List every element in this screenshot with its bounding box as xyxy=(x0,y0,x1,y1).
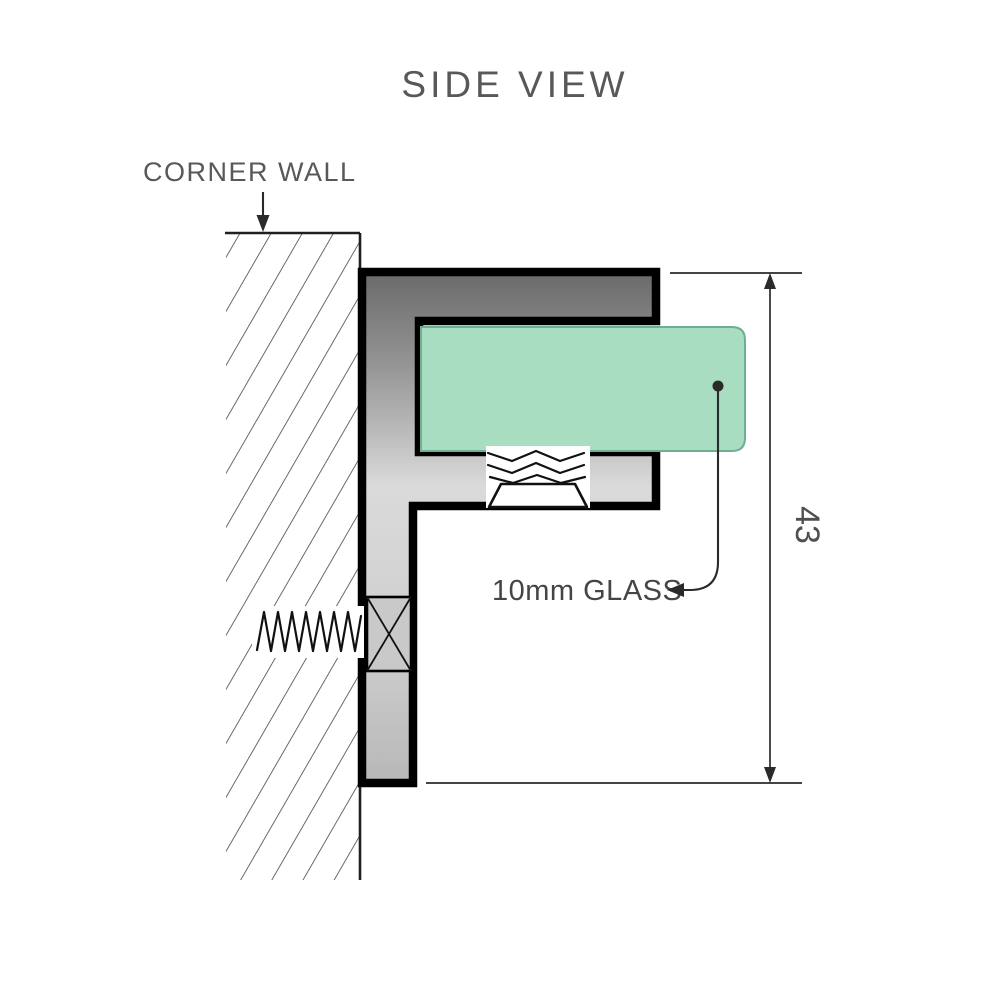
corner-wall-label: CORNER WALL xyxy=(143,157,357,187)
corner-wall-callout: CORNER WALL xyxy=(143,157,357,232)
wall-hatching xyxy=(226,233,359,880)
wall-section xyxy=(225,231,362,880)
screw-thread xyxy=(255,610,363,653)
leader-line xyxy=(684,391,720,592)
corner-wall-arrowhead-icon xyxy=(256,215,270,232)
leader-dot-icon xyxy=(712,380,724,392)
glass-label: 10mm GLASS xyxy=(492,575,682,607)
pad-cone xyxy=(487,482,589,509)
glass-callout: 10mm GLASS xyxy=(492,380,724,607)
pad-spring-line xyxy=(486,449,586,463)
dimension-arrow-top-icon xyxy=(764,273,776,289)
glass-panel xyxy=(420,326,746,452)
leader-arrowhead-icon xyxy=(667,583,684,597)
diagram-title: SIDE VIEW xyxy=(401,64,628,105)
anchor-screw xyxy=(252,595,413,673)
screw-head-cross-line xyxy=(366,596,412,672)
pressure-pad xyxy=(486,446,590,509)
pad-spring-line xyxy=(488,473,587,485)
pad-spring-line xyxy=(486,461,586,475)
dimension-value: 43 xyxy=(788,506,826,544)
dimension-height: 43 xyxy=(426,272,826,784)
dimension-arrow-bottom-icon xyxy=(764,767,776,783)
